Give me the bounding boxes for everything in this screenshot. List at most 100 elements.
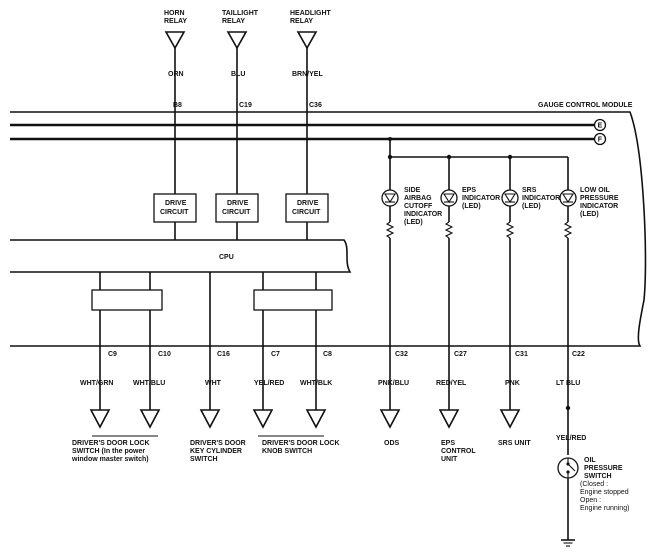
svg-text:DRIVER'S DOOR LOCK: DRIVER'S DOOR LOCK bbox=[72, 440, 150, 447]
low-oil-resistor bbox=[563, 221, 573, 239]
svg-text:DRIVER'S DOOR: DRIVER'S DOOR bbox=[190, 440, 246, 447]
pin-c16: C16 WHT bbox=[199, 346, 230, 429]
svg-text:CIRCUIT: CIRCUIT bbox=[222, 209, 251, 216]
svg-text:PRESSURE: PRESSURE bbox=[584, 465, 623, 472]
svg-text:CIRCUIT: CIRCUIT bbox=[160, 209, 189, 216]
arrow-c7 bbox=[252, 409, 274, 429]
relay-horn-wire: ORN bbox=[168, 71, 184, 78]
relay-headlight-wire: BRN/YEL bbox=[292, 71, 323, 78]
side-airbag-indicator-led: SIDE AIRBAG CUTOFF INDICATOR (LED) bbox=[381, 157, 442, 346]
svg-text:INDICATOR: INDICATOR bbox=[404, 211, 442, 218]
svg-text:(LED): (LED) bbox=[580, 211, 599, 218]
relay-taillight-label-1: TAILLIGHT bbox=[222, 10, 259, 17]
svg-text:Engine running): Engine running) bbox=[580, 505, 629, 512]
drive-circuit-3: DRIVE CIRCUIT bbox=[285, 193, 329, 223]
pin-c31: C31 PNK bbox=[499, 346, 528, 429]
svg-text:SWITCH (In the power: SWITCH (In the power bbox=[72, 448, 145, 455]
side-airbag-resistor bbox=[385, 221, 395, 239]
svg-text:(LED): (LED) bbox=[404, 219, 423, 226]
arrow-c27 bbox=[438, 409, 460, 429]
svg-text:(LED): (LED) bbox=[462, 203, 481, 210]
indicator-bus-tap bbox=[387, 137, 568, 160]
relay-taillight-arrow bbox=[226, 31, 248, 50]
svg-text:(LED): (LED) bbox=[522, 203, 541, 210]
svg-text:CONTROL: CONTROL bbox=[441, 448, 476, 455]
pin-c7: C7 YEL/RED bbox=[252, 346, 284, 429]
pin-c27: C27 RED/YEL bbox=[436, 346, 467, 429]
srs-indicator-led: SRS INDICATOR (LED) bbox=[501, 157, 560, 346]
svg-text:LT BLU: LT BLU bbox=[556, 380, 580, 387]
svg-text:SWITCH: SWITCH bbox=[190, 456, 218, 463]
oil-switch-wire: YEL/RED bbox=[556, 435, 586, 442]
svg-text:SRS: SRS bbox=[522, 187, 537, 194]
pin-c32: C32 PNK/BLU bbox=[378, 346, 409, 429]
svg-text:DRIVE: DRIVE bbox=[165, 200, 187, 207]
oil-pressure-switch: YEL/RED OIL PRESSURE SWITCH (Closed : En… bbox=[556, 435, 629, 547]
svg-text:WHT/GRN: WHT/GRN bbox=[80, 380, 113, 387]
svg-text:WHT/BLK: WHT/BLK bbox=[300, 380, 332, 387]
arrow-c10 bbox=[139, 409, 161, 429]
svg-text:EPS: EPS bbox=[462, 187, 476, 194]
pin-c22: C22 LT BLU bbox=[556, 346, 585, 455]
svg-text:UNIT: UNIT bbox=[441, 456, 458, 463]
svg-text:DRIVE: DRIVE bbox=[297, 200, 319, 207]
relay-taillight-wire: BLU bbox=[231, 71, 245, 78]
destination-srs-unit: SRS UNIT bbox=[498, 440, 531, 447]
svg-text:SIDE: SIDE bbox=[404, 187, 421, 194]
destination-ods: ODS bbox=[384, 440, 400, 447]
relay-horn-pin: B8 bbox=[173, 102, 182, 109]
destination-key-cylinder-switch: DRIVER'S DOOR KEY CYLINDER SWITCH bbox=[190, 440, 246, 463]
svg-text:C32: C32 bbox=[395, 351, 408, 358]
svg-text:PNK/BLU: PNK/BLU bbox=[378, 380, 409, 387]
svg-text:WHT/BLU: WHT/BLU bbox=[133, 380, 165, 387]
eps-resistor bbox=[444, 221, 454, 239]
svg-text:C27: C27 bbox=[454, 351, 467, 358]
arrow-c31 bbox=[499, 409, 521, 429]
bus-lines: E F bbox=[10, 118, 607, 146]
arrow-c16 bbox=[199, 409, 221, 429]
arrow-c32 bbox=[379, 409, 401, 429]
relay-taillight-label-2: RELAY bbox=[222, 18, 245, 25]
srs-resistor bbox=[505, 221, 515, 239]
relay-headlight-arrow bbox=[296, 31, 318, 50]
svg-text:WHT: WHT bbox=[205, 380, 222, 387]
svg-text:LOW OIL: LOW OIL bbox=[580, 187, 611, 194]
relay-horn-arrow bbox=[164, 31, 186, 50]
svg-text:C22: C22 bbox=[572, 351, 585, 358]
cpu-label: CPU bbox=[219, 254, 234, 261]
low-oil-pressure-indicator-led: LOW OIL PRESSURE INDICATOR (LED) bbox=[559, 157, 619, 346]
svg-text:C8: C8 bbox=[323, 351, 332, 358]
svg-text:PNK: PNK bbox=[505, 380, 520, 387]
svg-text:EPS: EPS bbox=[441, 440, 455, 447]
svg-text:Engine stopped: Engine stopped bbox=[580, 489, 629, 496]
svg-text:Open :: Open : bbox=[580, 497, 601, 504]
svg-text:(Closed :: (Closed : bbox=[580, 481, 608, 488]
bus-label-e: E bbox=[598, 123, 603, 130]
svg-text:ODS: ODS bbox=[384, 440, 400, 447]
arrow-c8 bbox=[305, 409, 327, 429]
svg-text:INDICATOR: INDICATOR bbox=[522, 195, 560, 202]
svg-text:INDICATOR: INDICATOR bbox=[462, 195, 500, 202]
svg-text:CIRCUIT: CIRCUIT bbox=[292, 209, 321, 216]
input-interface-left bbox=[91, 272, 163, 346]
relay-taillight-pin: C19 bbox=[239, 102, 252, 109]
bus-marker-e bbox=[593, 118, 607, 132]
destination-eps-control-unit: EPS CONTROL UNIT bbox=[441, 440, 476, 463]
svg-text:C7: C7 bbox=[271, 351, 280, 358]
relay-horn-label-2: RELAY bbox=[164, 18, 187, 25]
svg-text:OIL: OIL bbox=[584, 457, 596, 464]
module-boundary: GAUGE CONTROL MODULE bbox=[10, 102, 647, 347]
svg-text:SWITCH: SWITCH bbox=[584, 473, 612, 480]
relay-headlight-label-1: HEADLIGHT bbox=[290, 10, 332, 17]
svg-text:RED/YEL: RED/YEL bbox=[436, 380, 467, 387]
svg-text:CUTOFF: CUTOFF bbox=[404, 203, 433, 210]
svg-text:DRIVE: DRIVE bbox=[227, 200, 249, 207]
svg-text:DRIVER'S DOOR LOCK: DRIVER'S DOOR LOCK bbox=[262, 440, 340, 447]
destination-door-lock-switch: DRIVER'S DOOR LOCK SWITCH (In the power … bbox=[71, 435, 158, 463]
svg-text:C9: C9 bbox=[108, 351, 117, 358]
svg-text:C16: C16 bbox=[217, 351, 230, 358]
destination-knob-switch: DRIVER'S DOOR LOCK KNOB SWITCH bbox=[258, 435, 340, 455]
relay-horn-label-1: HORN bbox=[164, 10, 185, 17]
pin-c10: C10 WHT/BLU bbox=[133, 346, 171, 429]
